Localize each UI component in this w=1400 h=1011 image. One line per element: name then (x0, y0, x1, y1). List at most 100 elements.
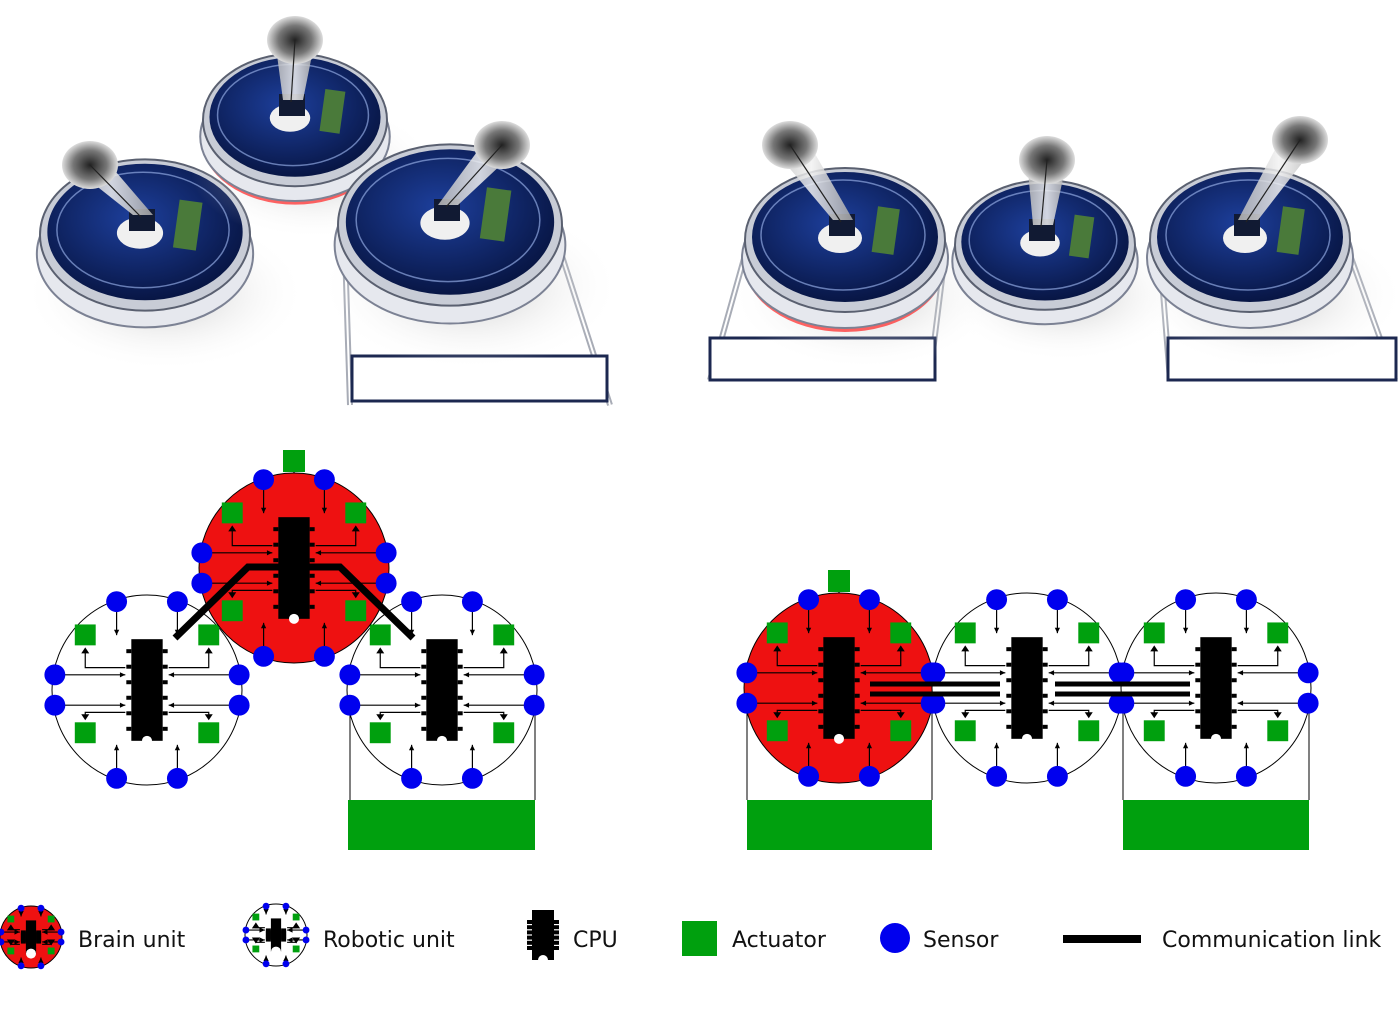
signal-arrow (805, 742, 812, 749)
signal-arrow (1182, 742, 1189, 749)
actuator-arrow (6, 924, 15, 931)
sensor (1297, 692, 1319, 714)
signal-arrow (18, 911, 24, 917)
brain-unit-icon (0, 904, 65, 970)
signal-arrow (321, 507, 328, 514)
sensor (986, 765, 1008, 787)
actuator (292, 913, 300, 921)
cpu-pin (527, 940, 532, 945)
signal-arrow (119, 672, 126, 678)
cpu-pin (457, 726, 463, 731)
cpu-pin (1231, 724, 1237, 729)
camera-wire (1245, 139, 1301, 223)
sensor (282, 960, 290, 968)
render-robotic-unit-right (1135, 116, 1400, 370)
cpu-pin (273, 604, 279, 609)
cpu-pin (309, 573, 315, 578)
cpu-pin (309, 542, 315, 547)
actuator-arrow (351, 525, 360, 532)
actuator-arrow (1273, 645, 1282, 652)
cpu-notch (834, 733, 844, 744)
sensor (106, 767, 128, 789)
cpu-pin (1006, 709, 1012, 714)
camera-wire (290, 39, 296, 103)
robotic-unit-left (44, 591, 250, 789)
actuator (766, 622, 788, 644)
signal-arrow (266, 580, 273, 586)
cpu-pin (818, 678, 824, 683)
cpu-body (270, 918, 282, 952)
cpu-pin (36, 939, 42, 944)
signal-arrow (1048, 700, 1055, 706)
actuator-arrow (376, 647, 385, 654)
cpu-pin (309, 527, 315, 532)
sensor (375, 542, 397, 564)
sensor (461, 767, 483, 789)
cpu-pin (421, 664, 427, 669)
actuator-arrow (351, 592, 360, 599)
robot-inner-ring (760, 179, 926, 291)
sensor-icon (880, 923, 910, 953)
actuator (1143, 622, 1165, 644)
actuator-arrow (81, 647, 90, 654)
sensor (262, 960, 270, 968)
cpu-body (823, 637, 855, 739)
cpu-notch (142, 735, 152, 746)
signal-arrow (113, 744, 120, 751)
sensor (166, 591, 188, 613)
actuator (493, 722, 515, 744)
camera-wire (789, 144, 842, 223)
cpu-pin (818, 709, 824, 714)
actuator (47, 947, 55, 955)
actuator-arrow (6, 939, 15, 946)
signal-arrow (174, 744, 181, 751)
cpu-pin (421, 695, 427, 700)
signal-arrow (283, 955, 289, 961)
brain-unit-left (736, 570, 942, 787)
cpu-pin (554, 925, 559, 930)
camera-wire (1040, 159, 1048, 228)
actuator (198, 624, 220, 646)
legend-robot-glyph (242, 902, 310, 968)
cpu-pin (854, 647, 860, 652)
signal-arrow (1243, 742, 1250, 749)
cpu-pin (421, 726, 427, 731)
cpu-pin (1042, 647, 1048, 652)
signal-arrow (287, 937, 293, 943)
sensor (37, 962, 45, 970)
actuator-wire (168, 651, 210, 669)
actuator-arrow (204, 714, 213, 721)
cpu-pin (554, 946, 559, 950)
sensor (57, 938, 65, 946)
cpu-pin (421, 649, 427, 654)
communication-link (1055, 681, 1190, 697)
sensor (44, 664, 66, 686)
signal-arrow (263, 909, 269, 915)
communication-link (172, 563, 295, 641)
cpu-pin (20, 939, 26, 944)
cpu-notch (1211, 733, 1221, 744)
cpu-icon (527, 910, 559, 965)
cpu-pin (1042, 709, 1048, 714)
signal-arrow (119, 702, 126, 708)
cpu-pin (457, 695, 463, 700)
actuator (1267, 622, 1289, 644)
signal-arrow (999, 670, 1006, 676)
cpu-pin (554, 920, 559, 924)
cpu-pin (1231, 693, 1237, 698)
sensor (375, 572, 397, 594)
sensor (1046, 589, 1068, 611)
legend-brain-unit: Brain unit (0, 904, 186, 970)
sensor (523, 664, 545, 686)
cpu-pin (126, 695, 132, 700)
actuator (890, 720, 912, 742)
signal-arrow (414, 672, 421, 678)
signal-arrow (860, 670, 867, 676)
render-robotic-unit-left (23, 141, 307, 372)
signal-arrow (414, 702, 421, 708)
sensor (228, 694, 250, 716)
sensor (1113, 692, 1135, 714)
actuator (47, 915, 55, 923)
actuator-wire (1237, 649, 1279, 667)
signal-arrow (168, 672, 175, 678)
